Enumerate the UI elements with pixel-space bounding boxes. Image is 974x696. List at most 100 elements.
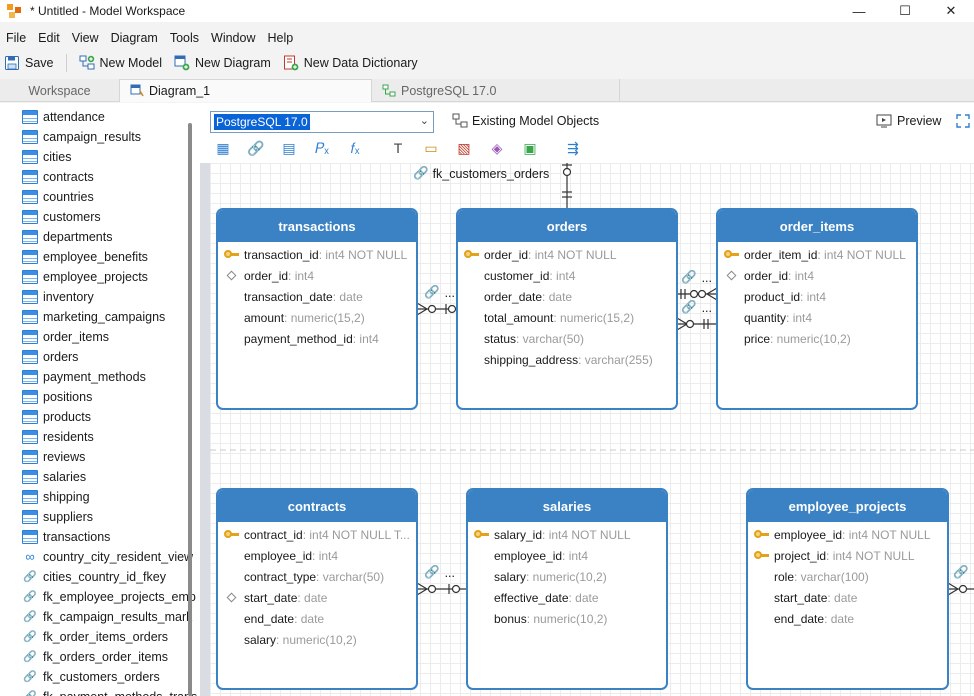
tab-diagram-1[interactable]: Diagram_1 <box>120 79 372 102</box>
existing-model-objects-button[interactable]: Existing Model Objects <box>452 113 599 129</box>
column-row[interactable]: transaction_date : date <box>218 286 416 307</box>
tree-item[interactable]: 🔗fk_payment_methods_trans <box>22 687 197 696</box>
tree-item[interactable]: payment_methods <box>22 367 146 387</box>
diagram-canvas[interactable]: 🔗 fk_customers_orders 🔗 ... 🔗 ... 🔗 ... … <box>200 163 974 696</box>
dialect-select[interactable]: PostgreSQL 17.0 ⌄ <box>210 111 434 133</box>
column-row[interactable]: transaction_id : int4 NOT NULL <box>218 244 416 265</box>
fullscreen-icon[interactable] <box>956 114 970 128</box>
tree-item[interactable]: employee_projects <box>22 267 148 287</box>
column-row[interactable]: price : numeric(10,2) <box>718 328 916 349</box>
column-row[interactable]: order_id : int4 <box>718 265 916 286</box>
menu-file[interactable]: File <box>6 31 27 45</box>
new-model-button[interactable]: New Model <box>79 55 162 71</box>
fk-transactions-label[interactable]: 🔗 ... <box>424 285 455 300</box>
tab-postgresql[interactable]: PostgreSQL 17.0 <box>372 79 620 102</box>
tree-item[interactable]: suppliers <box>22 507 93 527</box>
tree-item[interactable]: cities <box>22 147 71 167</box>
column-row[interactable]: role : varchar(100) <box>748 566 947 587</box>
column-row[interactable]: salary : numeric(10,2) <box>218 629 416 650</box>
tree-item[interactable]: orders <box>22 347 78 367</box>
tree-item[interactable]: 🔗fk_employee_projects_emp <box>22 587 196 607</box>
tree-item[interactable]: countries <box>22 187 94 207</box>
column-row[interactable]: employee_id : int4 NOT NULL <box>748 524 947 545</box>
column-row[interactable]: order_item_id : int4 NOT NULL <box>718 244 916 265</box>
column-row[interactable]: end_date : date <box>218 608 416 629</box>
menu-edit[interactable]: Edit <box>38 31 60 45</box>
menu-help[interactable]: Help <box>267 31 294 45</box>
menu-diagram[interactable]: Diagram <box>110 31 158 45</box>
tree-item[interactable]: residents <box>22 427 94 447</box>
tree-item[interactable]: ∞country_city_resident_view <box>22 547 193 567</box>
column-row[interactable]: customer_id : int4 <box>458 265 676 286</box>
new-data-dictionary-button[interactable]: New Data Dictionary <box>283 55 418 71</box>
tree-item[interactable]: salaries <box>22 467 86 487</box>
column-row[interactable]: order_id : int4 NOT NULL <box>458 244 676 265</box>
menu-window[interactable]: Window <box>211 31 256 45</box>
column-row[interactable]: project_id : int4 NOT NULL <box>748 545 947 566</box>
tree-item[interactable]: transactions <box>22 527 110 547</box>
column-row[interactable]: employee_id : int4 <box>218 545 416 566</box>
column-row[interactable]: quantity : int4 <box>718 307 916 328</box>
column-row[interactable]: contract_id : int4 NOT NULL T... <box>218 524 416 545</box>
menu-tools[interactable]: Tools <box>169 31 200 45</box>
fk-order-items-label[interactable]: 🔗 ... <box>681 270 712 285</box>
container-tool-icon[interactable]: ▣ <box>523 139 537 156</box>
column-row[interactable]: employee_id : int4 <box>468 545 666 566</box>
new-diagram-button[interactable]: New Diagram <box>174 55 271 71</box>
fk-customers-orders-label[interactable]: 🔗 fk_customers_orders <box>413 166 549 181</box>
tree-item[interactable]: 🔗cities_country_id_fkey <box>22 567 166 587</box>
tree-item[interactable]: 🔗fk_orders_order_items <box>22 647 168 667</box>
column-row[interactable]: contract_type : varchar(50) <box>218 566 416 587</box>
text-tool-icon[interactable]: T <box>393 140 403 156</box>
tree-item[interactable]: shipping <box>22 487 90 507</box>
tree-item[interactable]: customers <box>22 207 101 227</box>
tree-item[interactable]: 🔗fk_order_items_orders <box>22 627 168 647</box>
auto-layout-tool-icon[interactable]: ⇶ <box>567 139 579 156</box>
column-row[interactable]: salary_id : int4 NOT NULL <box>468 524 666 545</box>
fk-contracts-label[interactable]: 🔗 ... <box>424 565 455 580</box>
minimize-button[interactable]: — <box>852 3 866 19</box>
close-button[interactable]: ✕ <box>945 3 957 18</box>
image-tool-icon[interactable]: ▧ <box>457 139 471 156</box>
tree-item[interactable]: campaign_results <box>22 127 141 147</box>
tree-item[interactable]: contracts <box>22 167 94 187</box>
tree-item[interactable]: 🔗fk_campaign_results_mark <box>22 607 192 627</box>
column-row[interactable]: effective_date : date <box>468 587 666 608</box>
column-row[interactable]: end_date : date <box>748 608 947 629</box>
tree-item[interactable]: marketing_campaigns <box>22 307 165 327</box>
table-tool-icon[interactable]: ▦ <box>216 139 230 156</box>
maximize-button[interactable]: ☐ <box>899 3 911 18</box>
view-tool-icon[interactable]: ▤ <box>282 139 296 156</box>
tree-item[interactable]: products <box>22 407 91 427</box>
column-row[interactable]: status : varchar(50) <box>458 328 676 349</box>
column-row[interactable]: salary : numeric(10,2) <box>468 566 666 587</box>
note-tool-icon[interactable]: ▭ <box>424 139 438 156</box>
tree-item[interactable]: inventory <box>22 287 94 307</box>
column-row[interactable]: product_id : int4 <box>718 286 916 307</box>
fk-employee-projects-label[interactable]: 🔗 <box>953 565 969 580</box>
column-row[interactable]: order_date : date <box>458 286 676 307</box>
menu-view[interactable]: View <box>71 31 99 45</box>
preview-button[interactable]: Preview <box>876 113 941 129</box>
tree-item[interactable]: attendance <box>22 107 105 127</box>
column-row[interactable]: start_date : date <box>748 587 947 608</box>
procedure-tool-icon[interactable]: 𝑃ₓ <box>315 139 329 156</box>
tree-item[interactable]: reviews <box>22 447 85 467</box>
tree-item[interactable]: positions <box>22 387 92 407</box>
column-row[interactable]: start_date : date <box>218 587 416 608</box>
reference-tool-icon[interactable]: 🔗 <box>247 139 265 156</box>
tree-item[interactable]: departments <box>22 227 112 247</box>
shape-tool-icon[interactable]: ◈ <box>491 139 503 156</box>
save-button[interactable]: Save <box>4 55 54 71</box>
fk-orders-order-items-label[interactable]: 🔗 ... <box>681 300 712 315</box>
column-row[interactable]: payment_method_id : int4 <box>218 328 416 349</box>
tab-workspace[interactable]: Workspace <box>0 79 120 102</box>
column-row[interactable]: order_id : int4 <box>218 265 416 286</box>
tree-item[interactable]: order_items <box>22 327 109 347</box>
